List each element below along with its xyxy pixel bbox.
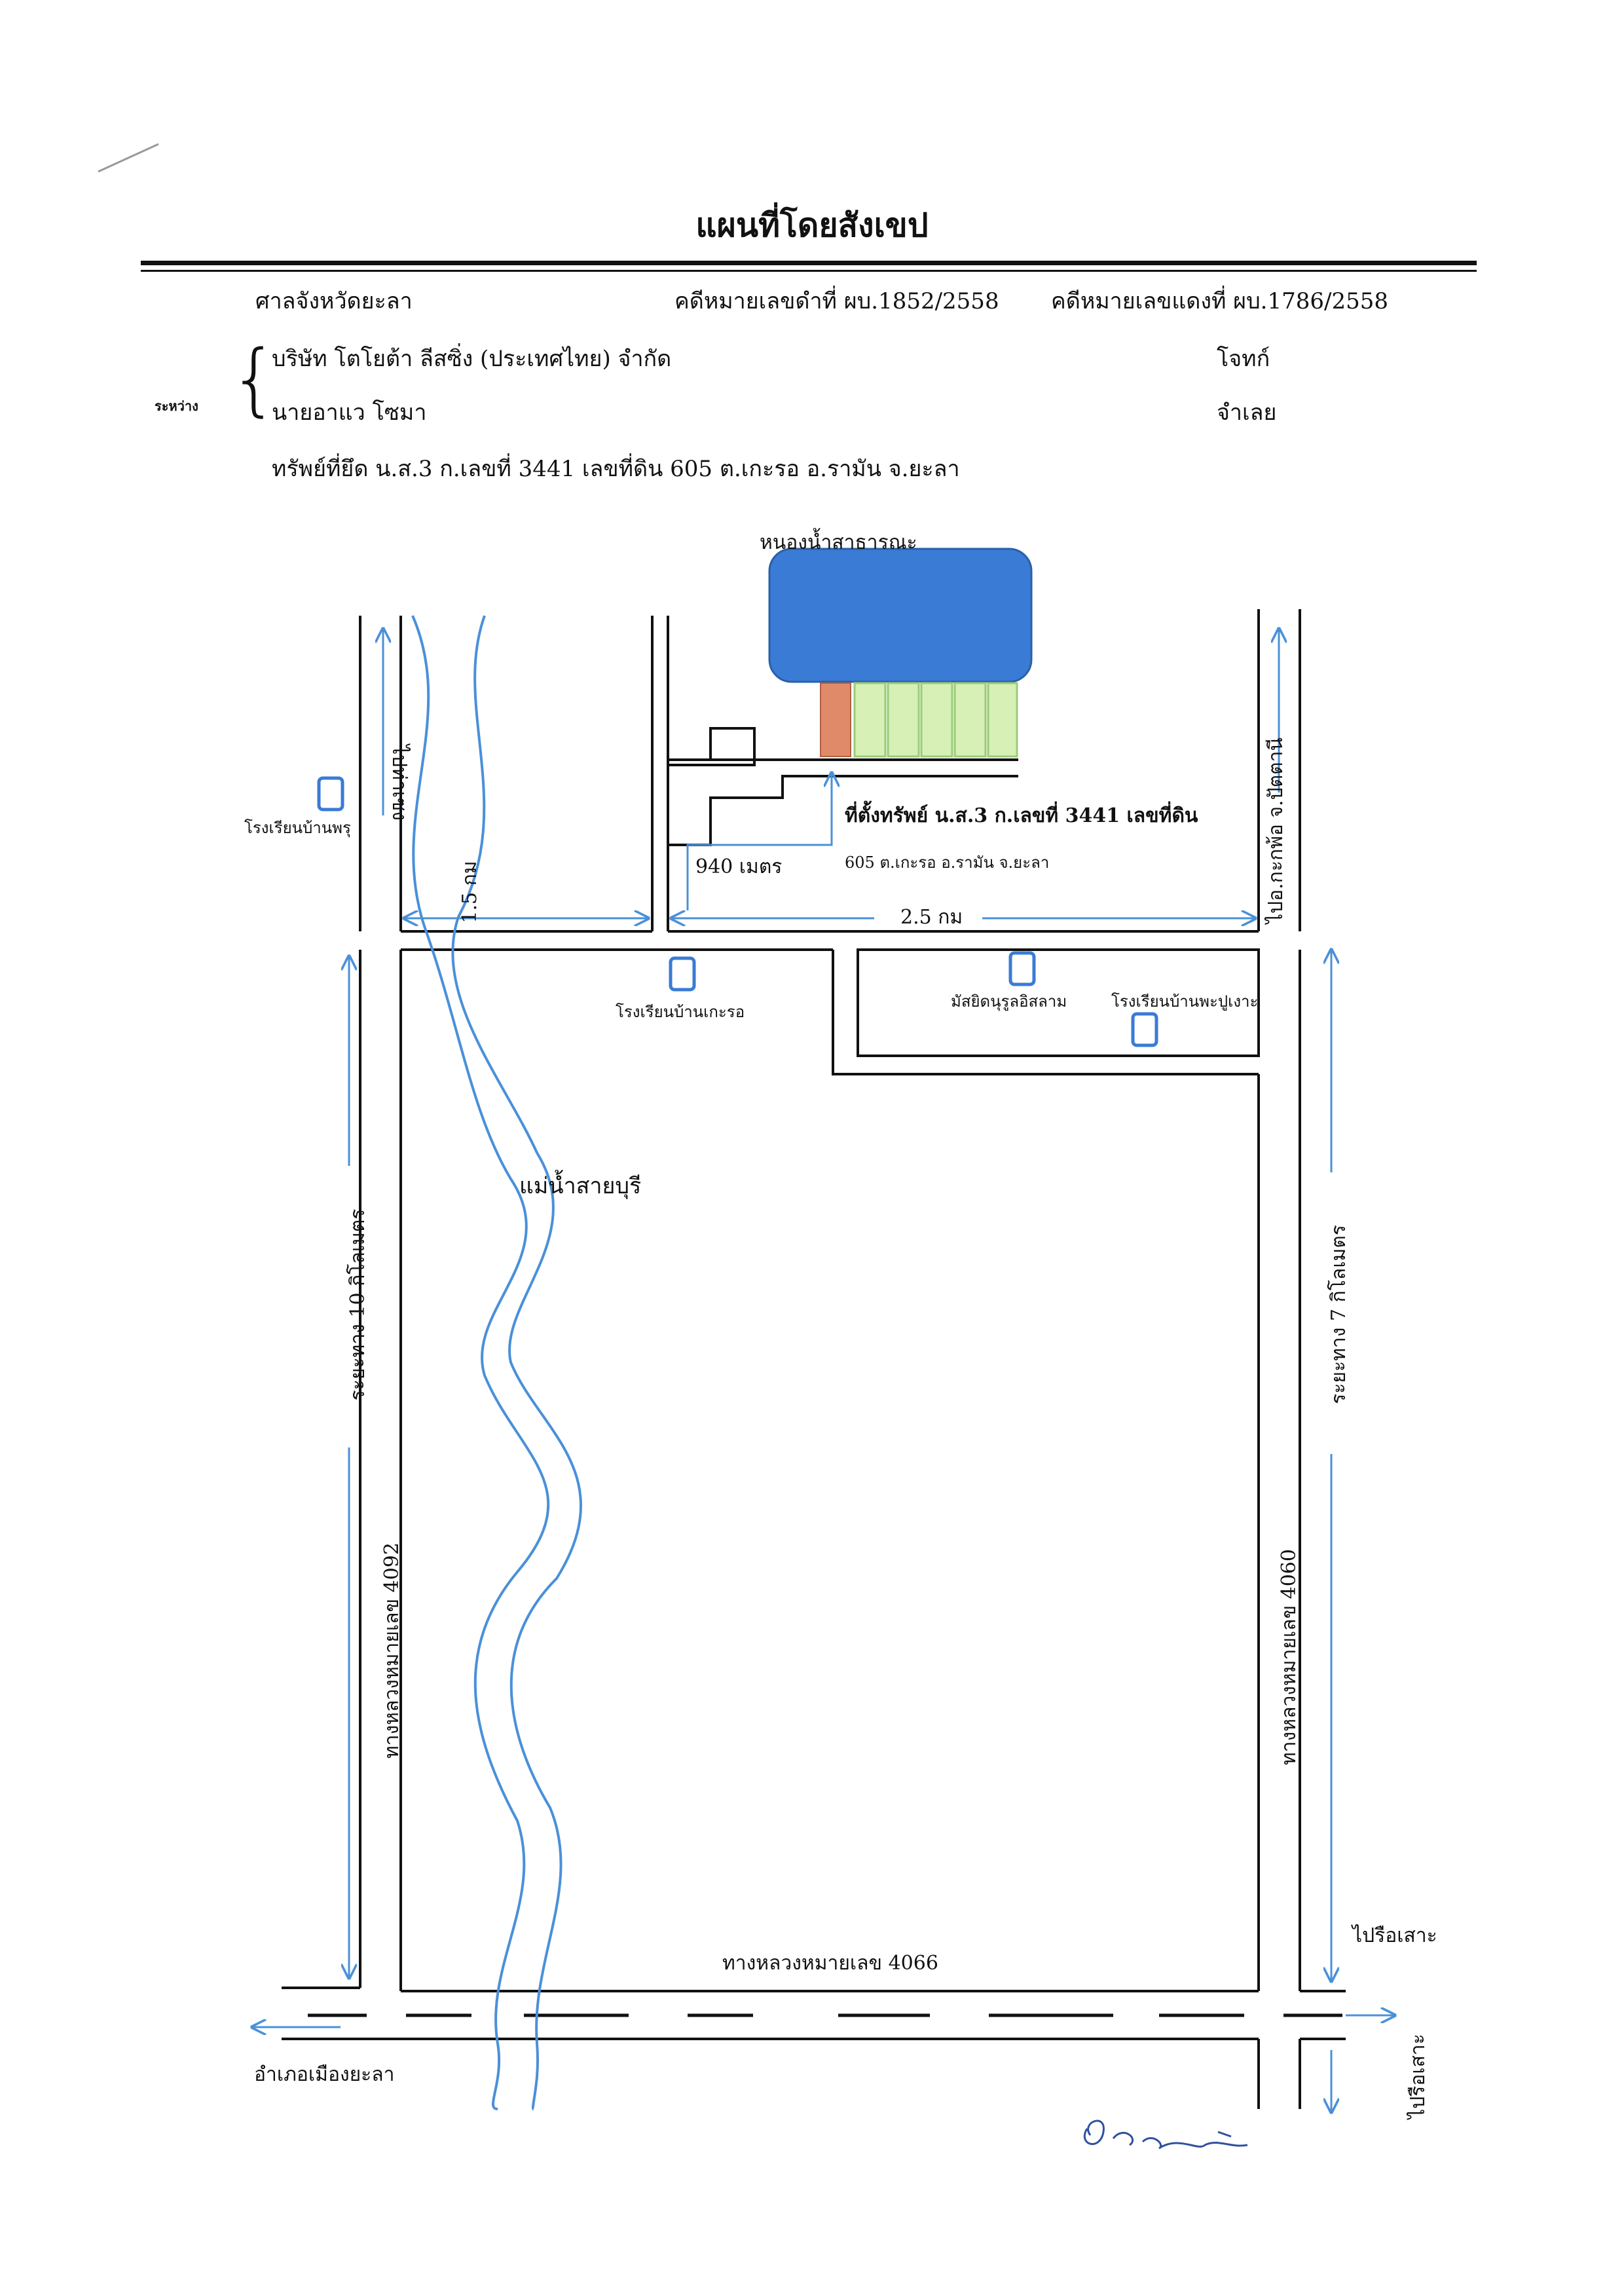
access-road bbox=[668, 727, 756, 766]
school-banphru-label: โรงเรียนบ้านพรุ bbox=[244, 819, 351, 838]
loop-road-outer bbox=[832, 950, 1259, 1075]
pond-label: หนองน้ำสาธารณะ bbox=[760, 528, 917, 554]
to-rueso-south-label: ไปรือเสาะ bbox=[1406, 2034, 1430, 2120]
school-bankero-marker bbox=[669, 956, 696, 992]
to-kokpho-label: ไปอ.กะกพ้อ จ.ปัตตานี bbox=[1264, 737, 1287, 925]
road-network bbox=[282, 609, 1346, 2109]
distance-1-5km: 1.5 กม bbox=[458, 861, 481, 923]
school-banpapusoh-label: โรงเรียนบ้านพะปูเงาะ bbox=[1111, 992, 1258, 1011]
neighbour-plot-2 bbox=[887, 682, 920, 758]
defendant-role: จำเลย bbox=[1217, 400, 1277, 426]
school-banpapusoh-marker bbox=[1131, 1012, 1158, 1047]
plaintiff-name: บริษัท โตโยต้า ลีสซิ่ง (ประเทศไทย) จำกัด bbox=[272, 346, 672, 372]
neighbour-plots bbox=[853, 682, 1018, 758]
distance-940m: 940 เมตร bbox=[695, 855, 782, 878]
brace-glyph: { bbox=[229, 334, 280, 425]
neighbour-plot-4 bbox=[953, 682, 987, 758]
mosque-marker bbox=[1008, 951, 1036, 986]
amphoe-yala-label: อำเภอเมืองยะลา bbox=[254, 2063, 395, 2086]
neighbour-plot-5 bbox=[987, 682, 1018, 758]
river-sai-buri bbox=[411, 615, 582, 2110]
property-label-line1: ที่ตั้งทรัพย์ น.ส.3 ก.เลขที่ 3441 เลขที่… bbox=[845, 800, 1198, 827]
red-case-number: คดีหมายเลขแดงที่ ผบ.1786/2558 bbox=[1051, 288, 1388, 314]
plaintiff-role: โจทก์ bbox=[1217, 346, 1270, 372]
scan-mark bbox=[98, 143, 159, 173]
highway-4060-label: ทางหลวงหมายเลข 4060 bbox=[1278, 1549, 1301, 1765]
neighbour-plot-1 bbox=[853, 682, 887, 758]
seized-plot bbox=[820, 682, 851, 757]
header-rule-thin bbox=[141, 270, 1477, 272]
river-label: แม่น้ำสายบุรี bbox=[519, 1170, 641, 1199]
distance-2-5km: 2.5 กม bbox=[900, 906, 963, 929]
black-case-number: คดีหมายเลขดำที่ ผบ.1852/2558 bbox=[674, 288, 999, 314]
school-banphru-marker bbox=[317, 776, 344, 812]
highway-4066-label: ทางหลวงหมายเลข 4066 bbox=[722, 1952, 938, 1975]
header-rule-thick bbox=[141, 261, 1477, 265]
public-pond bbox=[768, 548, 1033, 683]
school-bankero-label: โรงเรียนบ้านเกะรอ bbox=[616, 1003, 745, 1021]
mosque-label: มัสยิดนุรูลอิสลาม bbox=[951, 992, 1067, 1011]
arrow-940m bbox=[686, 773, 832, 910]
between-label: ระหว่าง bbox=[155, 398, 198, 414]
to-thaseng-label: ไปท่าเซง bbox=[388, 743, 411, 821]
neighbour-plot-3 bbox=[920, 682, 953, 758]
river-bank-west bbox=[411, 615, 550, 2110]
property-label-line2: 605 ต.เกะรอ อ.รามัน จ.ยะลา bbox=[845, 853, 1049, 872]
page-title: แผนที่โดยสังเขป bbox=[695, 206, 929, 244]
river-bank-east bbox=[451, 615, 582, 2110]
landmark-markers bbox=[317, 776, 1158, 1047]
signature bbox=[1083, 2119, 1248, 2150]
seized-property: ทรัพย์ที่ยึด น.ส.3 ก.เลขที่ 3441 เลขที่ด… bbox=[272, 456, 960, 482]
loop-road-inner-block bbox=[857, 948, 1260, 1057]
defendant-name: นายอาแว โซมา bbox=[272, 400, 427, 426]
distance-7km: ระยะทาง 7 กิโลเมตร bbox=[1327, 1225, 1350, 1404]
court-name: ศาลจังหวัดยะลา bbox=[255, 288, 413, 314]
dimension-arrows bbox=[252, 629, 1395, 2112]
highway-4092-label: ทางหลวงหมายเลข 4092 bbox=[380, 1542, 403, 1759]
distance-10km: ระยะทาง 10 กิโลเมตร bbox=[346, 1209, 369, 1401]
to-rueso-east-label: ไปรือเสาะ bbox=[1351, 1924, 1437, 1947]
